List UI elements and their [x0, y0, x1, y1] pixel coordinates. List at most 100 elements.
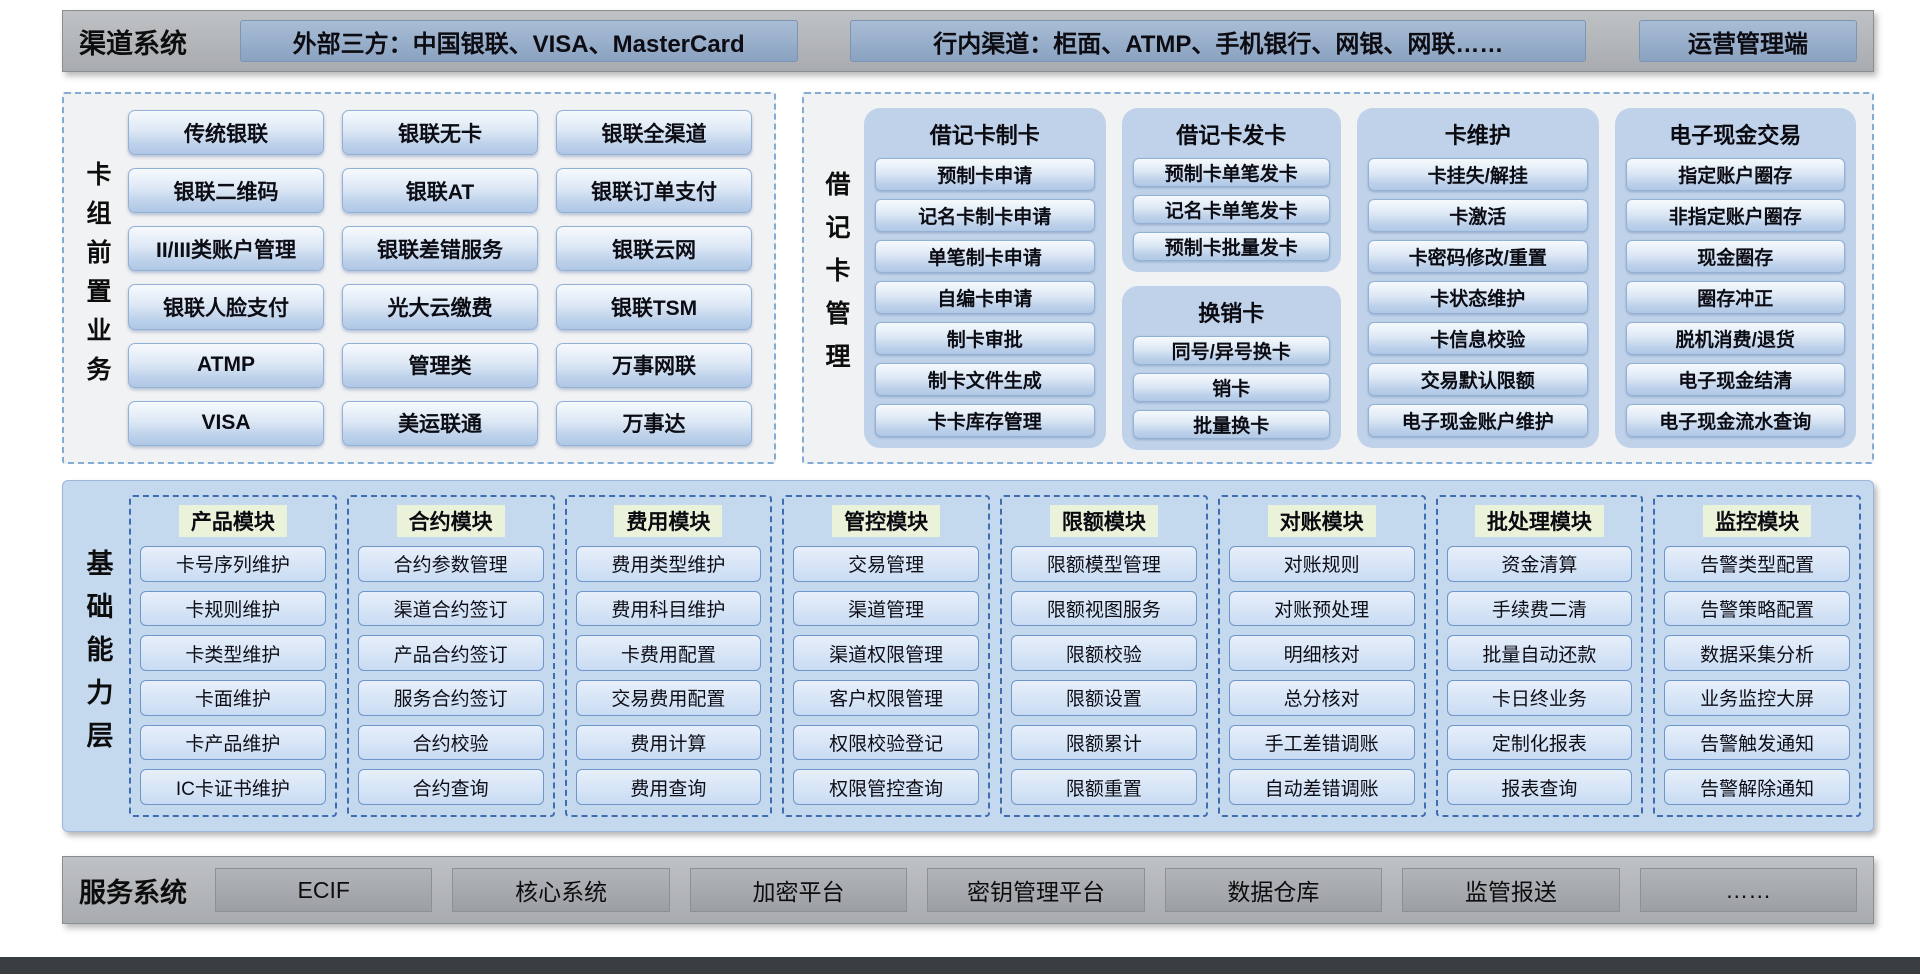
module-item: 费用类型维护: [575, 546, 762, 582]
module-item: 明细核对: [1228, 635, 1415, 672]
debit-card-group-replace-cancel: 换销卡 同号/异号换卡 销卡 批量换卡: [1121, 286, 1341, 450]
card-network-item: 管理类: [342, 342, 538, 388]
debit-card-item: 销卡: [1132, 373, 1330, 402]
module-control: 管控模块 交易管理 渠道管理 渠道权限管理 客户权限管理 权限校验登记 权限管控…: [782, 495, 990, 817]
module-item: 告警类型配置: [1664, 546, 1850, 582]
module-item: 限额重置: [1011, 769, 1197, 806]
external-channels-box: 外部三方：中国银联、VISA、MasterCard: [239, 20, 798, 62]
module-item: 合约校验: [357, 724, 544, 761]
module-title: 批处理模块: [1474, 505, 1604, 537]
base-layer-label: 基础能力层: [82, 548, 113, 764]
module-item: 合约参数管理: [357, 546, 544, 582]
module-item: 限额累计: [1011, 724, 1197, 761]
base-capability-layer: 基础能力层 产品模块 卡号序列维护 卡规则维护 卡类型维护 卡面维护 卡产品维护…: [62, 480, 1874, 832]
card-network-item: 万事达: [556, 400, 752, 446]
module-item: 客户权限管理: [793, 680, 979, 716]
debit-card-column-issue: 借记卡发卡 预制卡单笔发卡 记名卡单笔发卡 预制卡批量发卡 换销卡 同号/异号换…: [1121, 108, 1341, 450]
module-item: 限额设置: [1011, 680, 1197, 716]
debit-card-item: 单笔制卡申请: [875, 240, 1095, 273]
module-title: 监控模块: [1703, 505, 1812, 537]
debit-card-item: 自编卡申请: [875, 281, 1095, 314]
debit-card-item: 脱机消费/退货: [1625, 322, 1845, 355]
ops-management-box: 运营管理端: [1638, 20, 1857, 62]
debit-card-item: 卡状态维护: [1368, 281, 1588, 314]
module-item: 报表查询: [1446, 769, 1633, 806]
module-title: 管控模块: [832, 505, 941, 537]
card-network-item: 万事网联: [556, 342, 752, 388]
debit-card-item: 同号/异号换卡: [1132, 336, 1330, 365]
service-system-label: 服务系统: [79, 877, 187, 908]
module-item: 卡类型维护: [140, 635, 326, 672]
card-network-item: ATMP: [128, 342, 324, 388]
module-title: 限额模块: [1049, 505, 1158, 537]
group-title: 电子现金交易: [1669, 123, 1802, 148]
channel-system-label: 渠道系统: [79, 28, 187, 59]
debit-card-group-issuing: 借记卡发卡 预制卡单笔发卡 记名卡单笔发卡 预制卡批量发卡: [1121, 108, 1341, 272]
service-item-encryption: 加密平台: [689, 868, 908, 912]
card-network-item: 银联云网: [556, 226, 752, 272]
debit-card-item: 非指定账户圈存: [1625, 199, 1845, 232]
module-item: 告警解除通知: [1664, 769, 1850, 806]
diagram-content: 渠道系统 外部三方：中国银联、VISA、MasterCard 行内渠道：柜面、A…: [62, 10, 1874, 924]
module-item: 数据采集分析: [1664, 635, 1850, 672]
module-item: 自动差错调账: [1228, 769, 1415, 806]
debit-card-item: 预制卡单笔发卡: [1132, 158, 1330, 187]
card-network-item: 银联差错服务: [342, 226, 538, 272]
module-item: 告警触发通知: [1664, 724, 1850, 761]
debit-card-panel: 借记卡管理 借记卡制卡 预制卡申请 记名卡制卡申请 单笔制卡申请 自编卡申请 制…: [802, 92, 1874, 464]
module-item: 交易管理: [793, 546, 979, 582]
module-item: 卡产品维护: [140, 724, 326, 761]
card-network-panel-label: 卡组前置业务: [83, 161, 111, 395]
module-item: 费用计算: [575, 724, 762, 761]
service-system-bar: 服务系统 ECIF 核心系统 加密平台 密钥管理平台 数据仓库 监管报送 ……: [62, 856, 1874, 924]
card-network-item: 银联订单支付: [556, 168, 752, 214]
debit-card-columns: 借记卡制卡 预制卡申请 记名卡制卡申请 单笔制卡申请 自编卡申请 制卡审批 制卡…: [862, 106, 1862, 450]
card-network-item: 银联二维码: [128, 168, 324, 214]
module-item: 限额视图服务: [1011, 590, 1197, 627]
debit-card-item: 卡激活: [1368, 199, 1588, 232]
module-title: 费用模块: [614, 505, 723, 537]
card-network-grid: 传统银联 银联无卡 银联全渠道 银联二维码 银联AT 银联订单支付 II/III…: [124, 106, 764, 450]
module-item: 手续费二清: [1446, 590, 1633, 627]
service-item-regulatory-reporting: 监管报送: [1402, 868, 1620, 912]
module-item: 交易费用配置: [575, 680, 762, 716]
module-item: 批量自动还款: [1446, 635, 1633, 672]
module-product: 产品模块 卡号序列维护 卡规则维护 卡类型维护 卡面维护 卡产品维护 IC卡证书…: [129, 495, 337, 817]
card-network-item: 传统银联: [128, 110, 324, 156]
debit-card-item: 制卡审批: [875, 322, 1095, 355]
group-title: 借记卡发卡: [1176, 123, 1287, 148]
module-item: 告警策略配置: [1664, 590, 1850, 627]
service-item-key-management: 密钥管理平台: [927, 868, 1145, 912]
debit-card-item: 预制卡批量发卡: [1132, 232, 1330, 261]
module-item: 对账预处理: [1228, 590, 1415, 627]
debit-card-item: 指定账户圈存: [1625, 158, 1845, 191]
module-item: 总分核对: [1228, 680, 1415, 716]
module-item: 卡费用配置: [575, 635, 762, 672]
module-item: 卡号序列维护: [140, 546, 326, 582]
module-item: 手工差错调账: [1228, 724, 1415, 761]
module-item: 渠道权限管理: [793, 635, 979, 672]
card-network-panel: 卡组前置业务 传统银联 银联无卡 银联全渠道 银联二维码 银联AT 银联订单支付…: [62, 92, 776, 464]
card-network-item: 光大云缴费: [342, 284, 538, 330]
debit-card-item: 预制卡申请: [875, 158, 1095, 191]
card-network-item: 银联TSM: [556, 284, 752, 330]
card-network-item: 银联无卡: [342, 110, 538, 156]
module-title: 对账模块: [1267, 505, 1376, 537]
card-network-item: 银联人脸支付: [128, 284, 324, 330]
module-item: 业务监控大屏: [1664, 680, 1850, 716]
debit-card-item: 记名卡制卡申请: [875, 199, 1095, 232]
debit-card-item: 交易默认限额: [1368, 363, 1588, 396]
channel-system-bar: 渠道系统 外部三方：中国银联、VISA、MasterCard 行内渠道：柜面、A…: [62, 10, 1874, 72]
module-item: 费用科目维护: [575, 590, 762, 627]
module-item: 限额校验: [1011, 635, 1197, 672]
group-title: 借记卡制卡: [929, 123, 1040, 148]
internal-channels-box: 行内渠道：柜面、ATMP、手机银行、网银、网联……: [850, 20, 1587, 62]
module-batch: 批处理模块 资金清算 手续费二清 批量自动还款 卡日终业务 定制化报表 报表查询: [1435, 495, 1644, 817]
service-item-ecif: ECIF: [215, 868, 433, 912]
module-fee: 费用模块 费用类型维护 费用科目维护 卡费用配置 交易费用配置 费用计算 费用查…: [564, 495, 773, 817]
module-item: 服务合约签订: [357, 680, 544, 716]
debit-card-item: 卡卡库存管理: [875, 404, 1095, 437]
debit-card-item: 卡挂失/解挂: [1368, 158, 1588, 191]
debit-card-panel-label: 借记卡管理: [822, 170, 850, 386]
